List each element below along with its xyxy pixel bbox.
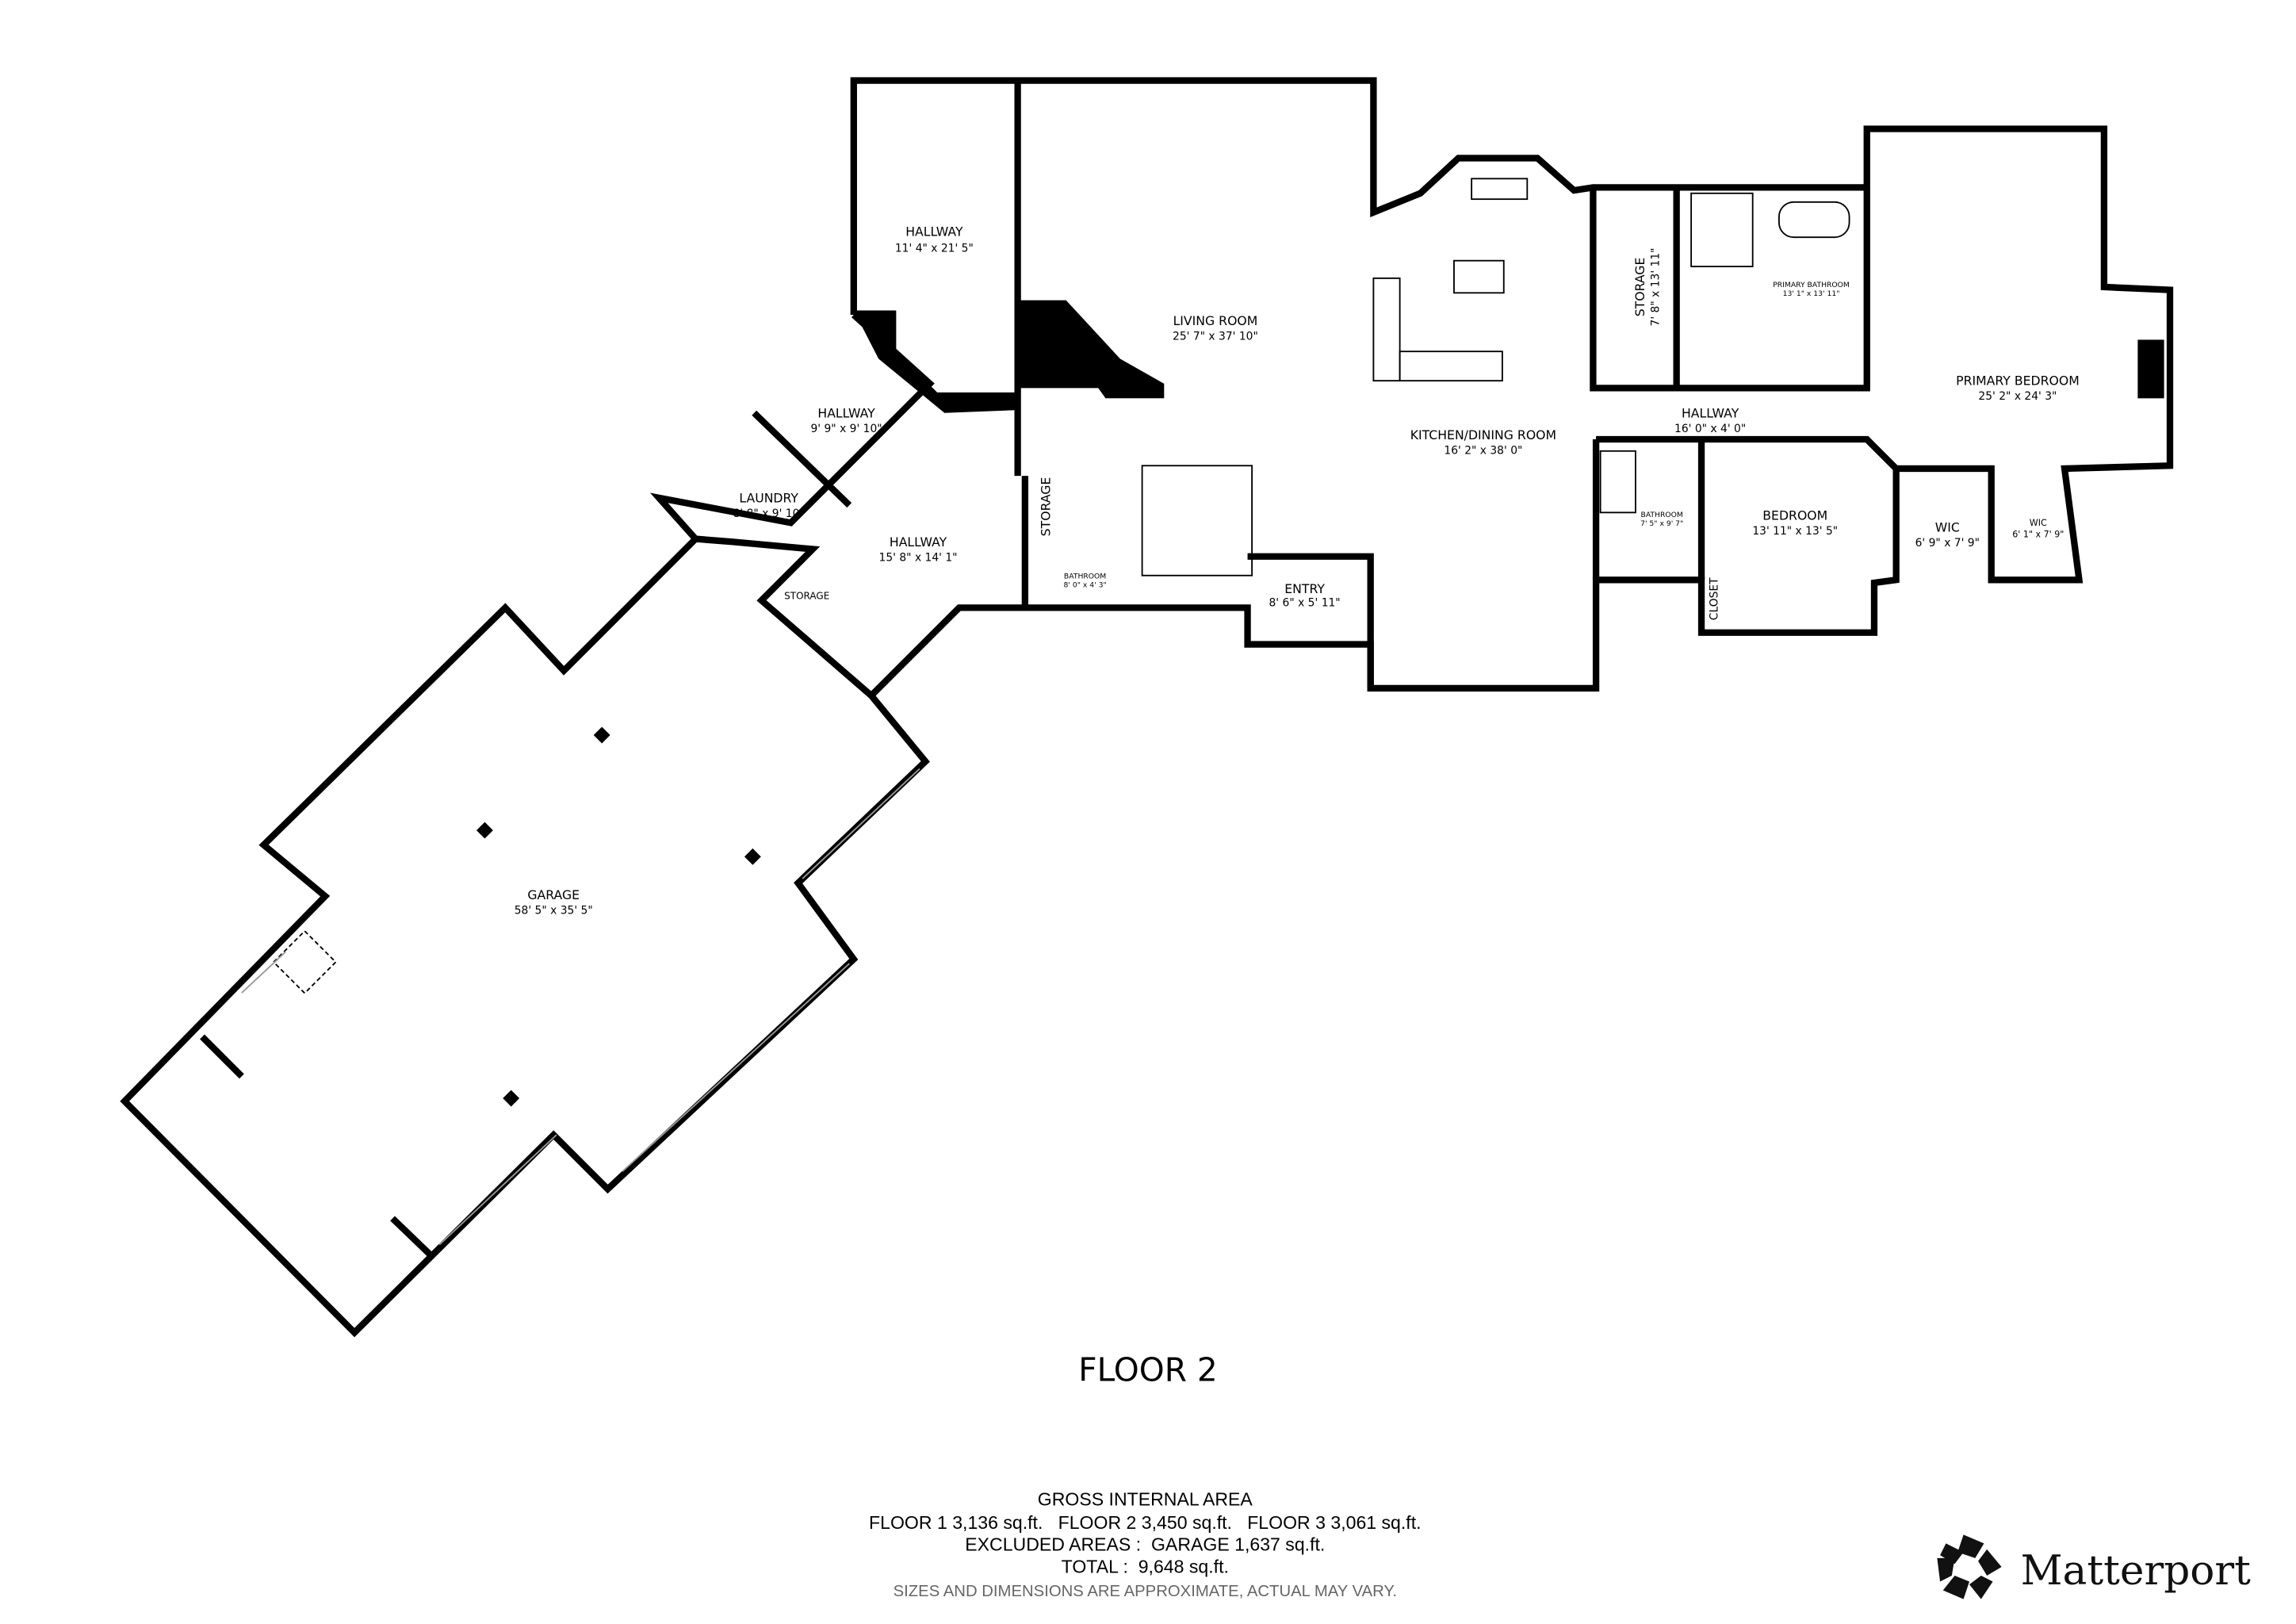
area-heading: GROSS INTERNAL AREA — [1038, 1488, 1253, 1509]
room-dims: 16' 2" x 38' 0" — [1444, 444, 1522, 457]
garage-door — [802, 768, 920, 879]
room-name: PRIMARY BEDROOM — [1956, 373, 2080, 389]
room-dims: 25' 7" x 37' 10" — [1173, 330, 1258, 343]
matterport-logo-icon — [1937, 1534, 2002, 1599]
wall-interior — [1596, 435, 1899, 471]
room-dims: 25' 2" x 24' 3" — [1978, 390, 2057, 403]
shower — [1690, 192, 1754, 268]
garage-door — [622, 963, 850, 1173]
room-name: CLOSET — [1708, 577, 1720, 620]
column — [476, 822, 493, 839]
room-dims: 8' 0" x 4' 3" — [1063, 581, 1106, 590]
room-name: WIC — [2030, 518, 2047, 528]
window — [241, 951, 286, 994]
room-name: ENTRY — [1284, 581, 1325, 596]
room-name: HALLWAY — [890, 534, 947, 550]
fireplace — [1017, 300, 1165, 399]
fixtures — [200, 178, 1850, 1259]
sink — [1471, 178, 1529, 201]
kitchen-island — [1453, 259, 1505, 294]
wall-interior — [1247, 553, 1374, 688]
room-dims: 16' 0" x 4' 0" — [1674, 423, 1746, 435]
room-dims: 7' 5" x 9' 7" — [1640, 519, 1683, 528]
room-name: BATHROOM — [1641, 511, 1683, 519]
wall-interior — [752, 410, 852, 508]
disclaimer: SIZES AND DIMENSIONS ARE APPROXIMATE, AC… — [894, 1583, 1397, 1600]
fireplace-bedroom — [2137, 339, 2164, 399]
room-dims: 8' 8" x 9' 10" — [733, 508, 805, 520]
room-name: LAUNDRY — [739, 490, 798, 505]
room-name: HALLWAY — [1682, 405, 1739, 420]
room-name: BEDROOM — [1762, 508, 1827, 523]
room-dims: 11' 4" x 21' 5" — [895, 243, 974, 255]
room-name: BATHROOM — [1064, 572, 1106, 580]
wall-stub — [390, 1216, 434, 1259]
room-labels: HALLWAY 11' 4" x 21' 5" LIVING ROOM 25' … — [515, 224, 2080, 917]
area-excluded: EXCLUDED AREAS : GARAGE 1,637 sq.ft. — [965, 1534, 1325, 1555]
counter — [1372, 277, 1401, 382]
room-name: HALLWAY — [905, 224, 963, 239]
room-name: STORAGE — [1038, 477, 1053, 537]
wall-interior — [1590, 187, 1870, 392]
wall-garage — [120, 535, 930, 1338]
shower — [1599, 450, 1636, 514]
room-name: LIVING ROOM — [1173, 313, 1258, 328]
column — [744, 848, 761, 865]
room-dims: 6' 1" x 7' 9" — [2012, 530, 2064, 540]
wall-stub — [200, 1034, 244, 1079]
area-floors: FLOOR 1 3,136 sq.ft. FLOOR 2 3,450 sq.ft… — [869, 1512, 1422, 1533]
room-name: KITCHEN/DINING ROOM — [1410, 427, 1556, 442]
room-name: GARAGE — [527, 887, 580, 902]
column — [503, 1090, 520, 1107]
room-dims: 8' 6" x 5' 11" — [1269, 597, 1341, 610]
area-total: TOTAL : 9,648 sq.ft. — [1062, 1556, 1229, 1576]
floor-title: FLOOR 2 — [1078, 1350, 1217, 1388]
counter — [1399, 350, 1503, 382]
room-dims: 6' 9" x 7' 9" — [1915, 537, 1980, 550]
room-name: STORAGE — [784, 590, 829, 601]
room-name: STORAGE — [1632, 258, 1647, 317]
walls — [120, 77, 2174, 1338]
room-dims: 13' 1" x 13' 11" — [1783, 289, 1840, 298]
chimney-block — [853, 310, 1018, 413]
room-dims: 13' 11" x 13' 5" — [1752, 525, 1838, 538]
matterport-wordmark: Matterport — [2021, 1547, 2251, 1595]
stairs — [1141, 465, 1253, 576]
room-name: HALLWAY — [817, 405, 875, 420]
room-dims: 7' 8" x 13' 11" — [1650, 247, 1663, 326]
room-name: PRIMARY BATHROOM — [1773, 281, 1850, 289]
matterport-logo: Matterport — [1937, 1534, 2251, 1599]
garage-door — [438, 1134, 557, 1246]
bathtub — [1778, 201, 1850, 239]
area-summary: GROSS INTERNAL AREA FLOOR 1 3,136 sq.ft.… — [869, 1488, 1422, 1599]
room-dims: 58' 5" x 35' 5" — [515, 904, 593, 917]
room-name: WIC — [1935, 519, 1960, 534]
column — [593, 726, 610, 744]
room-dims: 15' 8" x 14' 1" — [879, 551, 958, 564]
wall-outline — [850, 77, 2174, 699]
room-dims: 9' 9" x 9' 10" — [810, 423, 882, 435]
